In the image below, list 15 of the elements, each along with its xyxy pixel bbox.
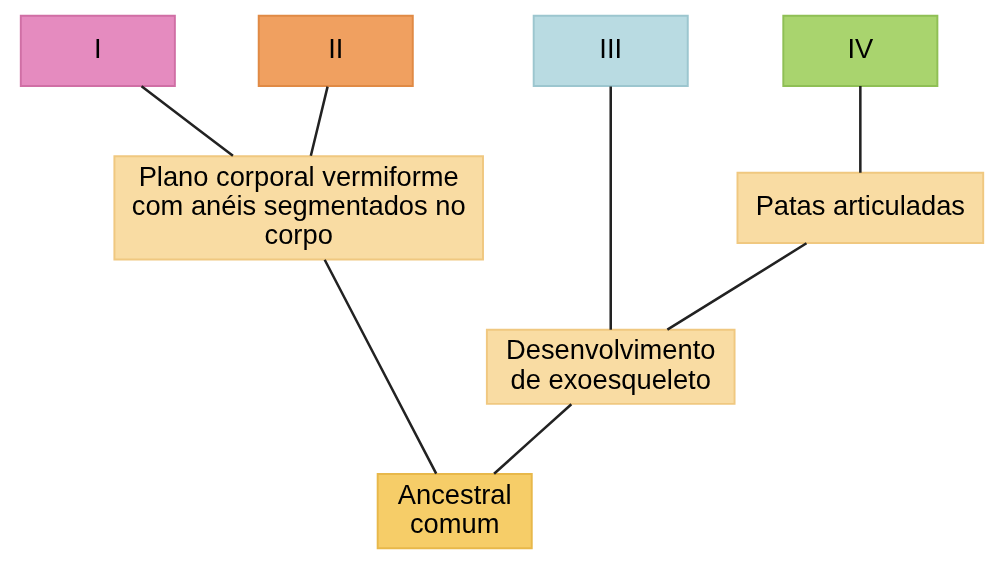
connector bbox=[323, 259, 437, 475]
node-box: Ancestral comum bbox=[376, 473, 533, 550]
connector bbox=[140, 85, 234, 157]
connector bbox=[666, 242, 807, 331]
connector bbox=[858, 86, 862, 173]
node-box: Patas articuladas bbox=[736, 171, 984, 244]
node-box: Plano corporal vermiforme com anéis segmentados no corpo bbox=[112, 155, 484, 261]
node-box: II bbox=[257, 14, 414, 87]
connector bbox=[608, 86, 612, 330]
node-box: Desenvolvimento de exoesqueleto bbox=[485, 328, 736, 405]
node-box: III bbox=[532, 14, 689, 87]
node-box: IV bbox=[781, 14, 938, 87]
connector bbox=[492, 403, 572, 475]
connector bbox=[309, 86, 329, 157]
node-box: I bbox=[19, 14, 176, 87]
